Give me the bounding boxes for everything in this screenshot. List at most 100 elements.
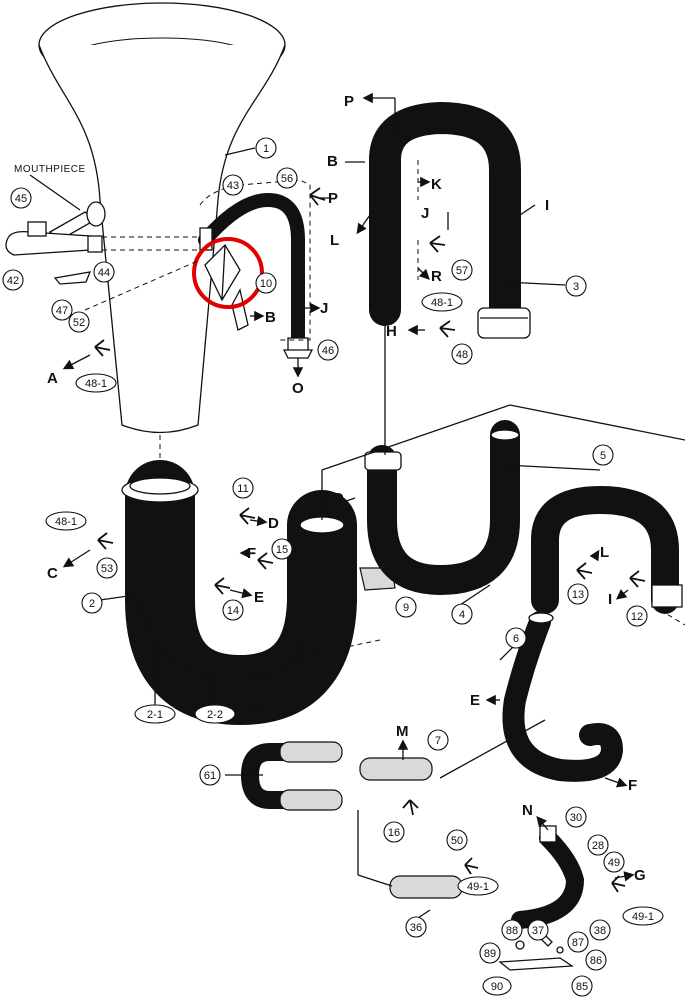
svg-text:1: 1 xyxy=(263,143,269,155)
letter-D-1: D xyxy=(268,515,279,532)
callout-49: 49 xyxy=(603,851,625,873)
callout-86: 86 xyxy=(585,949,607,971)
callout-37: 37 xyxy=(527,919,549,941)
letter-J-1: J xyxy=(320,300,328,317)
svg-text:86: 86 xyxy=(590,955,602,967)
svg-text:45: 45 xyxy=(15,193,27,205)
callout-53: 53 xyxy=(96,557,118,579)
letter-K: K xyxy=(431,176,442,193)
svg-text:90: 90 xyxy=(491,981,503,993)
callout-48-1b: 48-1 xyxy=(75,373,117,393)
callout-2-2: 2-2 xyxy=(194,704,236,724)
callout-5: 5 xyxy=(592,444,614,466)
svg-text:36: 36 xyxy=(410,922,422,934)
water-key-part xyxy=(204,243,249,331)
svg-text:38: 38 xyxy=(594,925,606,937)
letter-B-1: B xyxy=(265,309,276,326)
svg-text:2-1: 2-1 xyxy=(147,709,163,721)
svg-text:28: 28 xyxy=(592,840,604,852)
svg-text:48: 48 xyxy=(456,349,468,361)
callout-48-1c: 48-1 xyxy=(45,511,87,531)
svg-text:7: 7 xyxy=(435,735,441,747)
svg-text:88: 88 xyxy=(506,925,518,937)
svg-text:42: 42 xyxy=(7,275,19,287)
callout-44: 44 xyxy=(93,261,115,283)
callout-90: 90 xyxy=(482,976,512,996)
letter-M: M xyxy=(396,723,409,740)
callout-47: 47 xyxy=(51,299,73,321)
svg-text:14: 14 xyxy=(227,605,239,617)
letter-F-1: F xyxy=(247,545,256,562)
svg-text:2-2: 2-2 xyxy=(207,709,223,721)
tuning-slide-4 xyxy=(364,420,520,596)
svg-text:57: 57 xyxy=(456,265,468,277)
letter-C: C xyxy=(47,565,58,582)
letter-I-1: I xyxy=(545,197,549,214)
callout-13: 13 xyxy=(567,583,589,605)
callout-10: 10 xyxy=(255,272,277,294)
callout-7: 7 xyxy=(427,729,449,751)
letter-E-1: E xyxy=(254,589,264,606)
letter-O: O xyxy=(292,380,304,397)
svg-text:9: 9 xyxy=(403,602,409,614)
callout-61: 61 xyxy=(199,764,221,786)
callout-56: 56 xyxy=(276,167,298,189)
svg-text:13: 13 xyxy=(572,589,584,601)
callout-38: 38 xyxy=(589,919,611,941)
letter-G-2: G xyxy=(634,867,646,884)
tuning-slide-3 xyxy=(369,101,531,339)
letter-L-1: L xyxy=(330,232,339,249)
bottom-bow-2 xyxy=(121,460,357,726)
svg-text:50: 50 xyxy=(451,835,463,847)
bell-part xyxy=(38,2,286,434)
svg-text:6: 6 xyxy=(513,633,519,645)
callout-46: 46 xyxy=(317,339,339,361)
callout-42: 42 xyxy=(2,269,24,291)
svg-text:10: 10 xyxy=(260,278,272,290)
callout-14: 14 xyxy=(222,599,244,621)
callout-45: 45 xyxy=(10,187,32,209)
callout-6: 6 xyxy=(505,627,527,649)
highlight-circle xyxy=(192,237,264,309)
leadpipe-part xyxy=(198,192,314,359)
callout-12: 12 xyxy=(626,605,648,627)
direction-arrows xyxy=(62,92,635,882)
callout-43: 43 xyxy=(222,174,244,196)
mouthpiece-assembly: MOUTHPIECE xyxy=(5,164,106,285)
callout-2: 2 xyxy=(81,592,103,614)
svg-text:49-1: 49-1 xyxy=(632,911,654,923)
svg-text:43: 43 xyxy=(227,180,239,192)
letter-G-1: G xyxy=(248,699,260,716)
svg-text:37: 37 xyxy=(532,925,544,937)
callout-49-1a: 49-1 xyxy=(457,876,499,896)
letter-L-2: L xyxy=(600,544,609,561)
svg-text:48-1: 48-1 xyxy=(431,297,453,309)
svg-text:52: 52 xyxy=(73,317,85,329)
callout-57: 57 xyxy=(451,259,473,281)
svg-text:89: 89 xyxy=(484,948,496,960)
tube-36 xyxy=(389,875,463,899)
svg-text:85: 85 xyxy=(576,981,588,993)
svg-text:16: 16 xyxy=(388,827,400,839)
tuning-slide-5 xyxy=(531,485,683,614)
callout-88: 88 xyxy=(501,919,523,941)
letter-R: R xyxy=(431,268,442,285)
letter-N: N xyxy=(522,802,533,819)
callout-3: 3 xyxy=(565,275,587,297)
callout-4: 4 xyxy=(451,603,473,625)
u-tube-61 xyxy=(240,741,343,811)
callout-50: 50 xyxy=(446,829,468,851)
callout-48: 48 xyxy=(451,343,473,365)
svg-text:2: 2 xyxy=(89,598,95,610)
svg-text:12: 12 xyxy=(631,611,643,623)
letter-I-2: I xyxy=(608,591,612,608)
callout-85: 85 xyxy=(571,975,593,997)
svg-text:61: 61 xyxy=(204,770,216,782)
svg-text:47: 47 xyxy=(56,305,68,317)
svg-text:3: 3 xyxy=(573,281,579,293)
svg-text:48-1: 48-1 xyxy=(55,516,77,528)
callout-89: 89 xyxy=(479,942,501,964)
letter-P-2: P xyxy=(344,93,354,110)
svg-text:49-1: 49-1 xyxy=(467,881,489,893)
